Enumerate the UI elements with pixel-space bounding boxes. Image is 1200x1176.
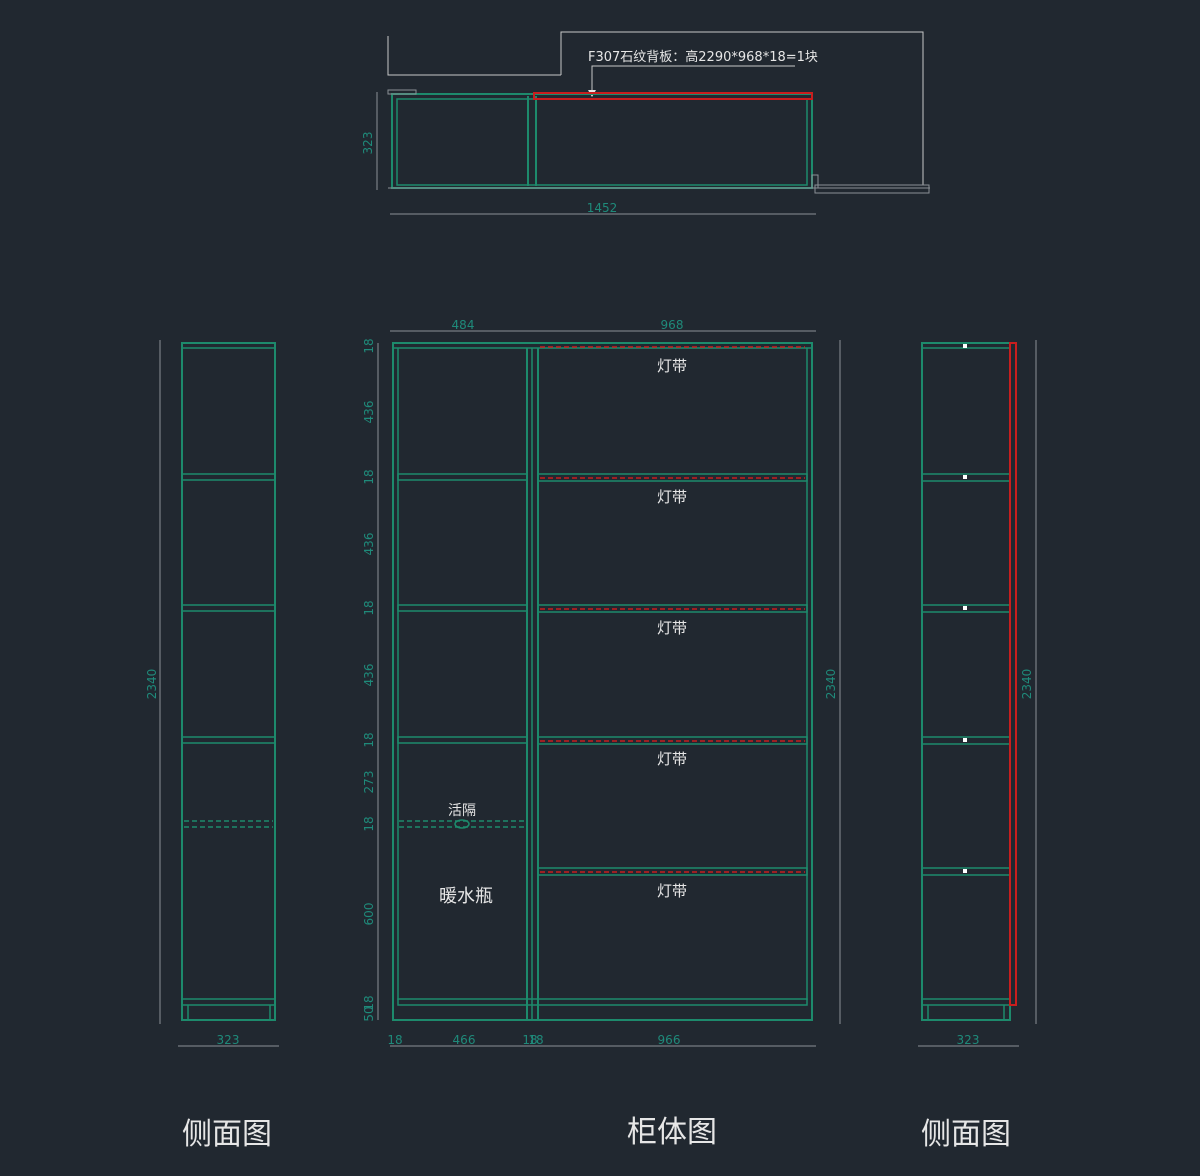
front-left-dim-6: 436: [362, 664, 376, 687]
front-bottom-dim-2: 466: [453, 1033, 476, 1047]
front-bottom-dim-3: 18: [522, 1033, 537, 1047]
right-side-depth-dim: 323: [957, 1033, 980, 1047]
left-side-depth-dim: 323: [217, 1033, 240, 1047]
front-right-shelf-2: [537, 604, 808, 613]
right-side-view: 2340 323 侧面图: [918, 340, 1037, 1152]
front-left-dim-11: 18: [362, 995, 376, 1010]
plan-stone-backpanel: [533, 92, 813, 100]
thermos-label: 暖水瓶: [439, 886, 493, 907]
led-label-4: 灯带: [657, 750, 687, 768]
front-left-dim-4: 436: [362, 533, 376, 556]
plan-cabinet-outline: [391, 93, 813, 189]
front-left-dim-12: 50: [362, 1006, 376, 1021]
plan-cabinet-inner: [396, 98, 808, 186]
shelf-pin-icon: [454, 819, 470, 829]
backpanel-callout: F307石纹背板：高2290*968*18=1块: [588, 49, 818, 65]
left-side-shelf-2: [181, 604, 276, 612]
callout-leader: [591, 65, 795, 92]
led-point-icon-1: [963, 344, 967, 348]
right-side-caption: 侧面图: [921, 1117, 1011, 1152]
left-side-height-dim: 2340: [145, 669, 159, 700]
front-caption: 柜体图: [627, 1115, 717, 1150]
led-point-icon-2: [963, 475, 967, 479]
plan-width-dim: 1452: [587, 201, 618, 215]
led-point-icon-3: [963, 606, 967, 610]
led-point-icon-5: [963, 869, 967, 873]
plan-adjacent-panel: [814, 184, 930, 194]
front-left-shelf-3: [397, 736, 528, 744]
front-left-dim-7: 18: [362, 732, 376, 747]
left-side-view: 2340 323 侧面图: [145, 340, 279, 1152]
front-bottom-panel: [397, 998, 808, 1006]
front-left-shelf-1: [397, 473, 528, 481]
led-label-5: 灯带: [657, 882, 687, 900]
wall-outline-right: [560, 31, 924, 185]
front-bottom-dim-4: 18: [528, 1033, 543, 1047]
left-side-bottom-panel: [181, 998, 276, 1006]
right-side-bottom-panel: [921, 998, 1011, 1006]
led-label-2: 灯带: [657, 488, 687, 506]
plan-depth-dim: 323: [361, 132, 375, 155]
plan-corner-mark: [387, 89, 417, 95]
left-side-shelf-3: [181, 736, 276, 744]
front-right-shelf-4: [537, 867, 808, 876]
front-left-dim-10: 600: [362, 903, 376, 926]
front-left-dim-1: 18: [362, 338, 376, 353]
front-left-dim-2: 436: [362, 401, 376, 424]
front-left-shelf-2: [397, 604, 528, 612]
left-side-caption: 侧面图: [182, 1117, 272, 1152]
led-label-1: 灯带: [657, 357, 687, 375]
front-right-shelf-1: [537, 473, 808, 482]
front-right-shelf-3: [537, 736, 808, 745]
front-top-dim-left: 484: [452, 318, 475, 332]
right-side-outline: [921, 342, 1011, 1021]
left-side-shelf-1: [181, 473, 276, 481]
left-side-outline: [181, 342, 276, 1021]
led-label-3: 灯带: [657, 619, 687, 637]
right-side-height-dim: 2340: [1020, 669, 1034, 700]
front-cabinet-outline: [392, 342, 813, 1021]
front-height-dim: 2340: [824, 669, 838, 700]
top-view: F307石纹背板：高2290*968*18=1块 323 1452: [361, 31, 930, 215]
movable-shelf-label: 活隔: [448, 803, 476, 819]
front-left-dim-3: 18: [362, 469, 376, 484]
front-top-dim-right: 968: [661, 318, 684, 332]
front-bottom-dim-5: 966: [658, 1033, 681, 1047]
front-left-dim-9: 18: [362, 816, 376, 831]
front-left-dim-5: 18: [362, 600, 376, 615]
wall-outline-left: [387, 36, 561, 76]
plan-end-mark: [811, 174, 819, 188]
front-view: 灯带 灯带 灯带 灯带 灯带 活隔 暖水瓶 484 968 18 466 18 …: [362, 318, 841, 1150]
front-left-dim-8: 273: [362, 771, 376, 794]
front-bottom-dim-1: 18: [387, 1033, 402, 1047]
right-side-stone-backpanel: [1009, 342, 1017, 1006]
led-point-icon-4: [963, 738, 967, 742]
